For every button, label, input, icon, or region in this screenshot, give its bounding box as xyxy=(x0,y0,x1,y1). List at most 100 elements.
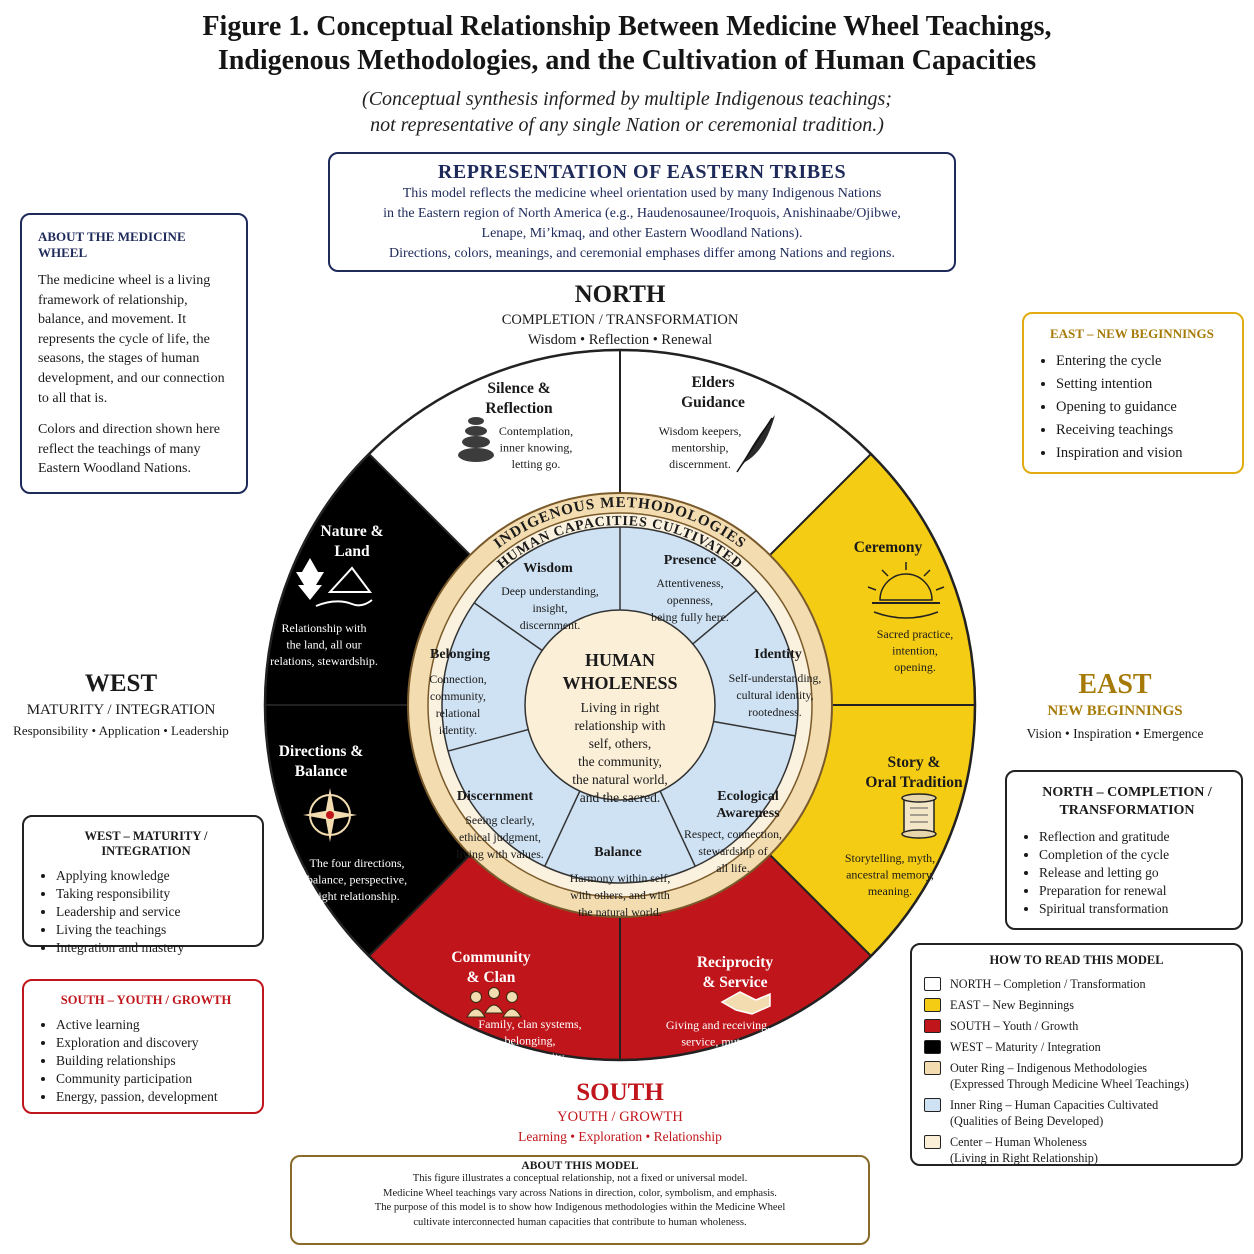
about-model-line: The purpose of this model is to show how… xyxy=(374,1202,786,1213)
capacity-desc: identity. xyxy=(439,723,477,737)
direction-south-label: SOUTH YOUTH / GROWTH Learning • Explorat… xyxy=(470,1078,770,1148)
list-item: Receiving teachings xyxy=(1056,419,1232,442)
outer-segment-desc: intention, xyxy=(892,644,938,658)
stone xyxy=(468,417,484,425)
person-head xyxy=(470,991,482,1003)
list-item: Setting intention xyxy=(1056,373,1232,396)
outer-segment-desc: shared identity. xyxy=(493,1050,566,1064)
legend-label-line: Inner Ring – Human Capacities Cultivated xyxy=(950,1098,1159,1112)
stacked-stones-icon xyxy=(458,417,494,462)
outer-segment-desc: Giving and receiving, xyxy=(666,1018,770,1032)
list-item: Leadership and service xyxy=(56,903,252,921)
person-body xyxy=(484,1004,504,1014)
representation-line: Directions, colors, meanings, and ceremo… xyxy=(389,246,895,261)
legend-label-line: Outer Ring – Indigenous Methodologies xyxy=(950,1061,1148,1075)
legend-box: HOW TO READ THIS MODEL NORTH – Completio… xyxy=(910,943,1243,1166)
capacity-divider xyxy=(544,790,581,867)
capacity-desc: the natural world. xyxy=(578,905,662,919)
river xyxy=(315,599,373,607)
capacity-desc: Attentiveness, xyxy=(656,576,723,590)
list-item: Reflection and gratitude xyxy=(1039,828,1231,846)
east-phase: NEW BEGINNINGS xyxy=(1047,703,1183,719)
handshake-icon xyxy=(720,991,771,1015)
outer-segment-desc: right relationship. xyxy=(314,889,399,903)
stone xyxy=(458,448,494,462)
list-item: Preparation for renewal xyxy=(1039,882,1231,900)
legend-row: Center – Human Wholeness(Living in Right… xyxy=(924,1134,1229,1166)
outer-segment-desc: meaning. xyxy=(868,884,912,898)
person-head xyxy=(506,991,518,1003)
legend-swatch xyxy=(924,1040,941,1054)
capacity-desc: Seeing clearly, xyxy=(465,813,534,827)
outer-segment-desc: opening. xyxy=(894,660,936,674)
legend-label: NORTH – Completion / Transformation xyxy=(950,976,1146,992)
list-item: Taking responsibility xyxy=(56,885,252,903)
east-name: EAST xyxy=(1078,669,1152,700)
outer-segment-title: Directions & xyxy=(279,743,364,760)
legend-label-line: (Expressed Through Medicine Wheel Teachi… xyxy=(950,1077,1189,1091)
outer-segment-title: Silence & xyxy=(487,380,550,397)
list-item: Integration and mastery xyxy=(56,939,252,957)
south-keywords: Learning • Exploration • Relationship xyxy=(518,1129,722,1144)
north-keywords: Wisdom • Reflection • Renewal xyxy=(527,332,713,348)
legend-label-line: (Living in Right Relationship) xyxy=(950,1151,1098,1165)
legend-row: Outer Ring – Indigenous Methodologies (Ex… xyxy=(924,1060,1229,1092)
capacity-desc: insight, xyxy=(532,601,567,615)
outer-segment-desc: Contemplation, xyxy=(499,424,573,438)
representation-box: REPRESENTATION OF EASTERN TRIBES This mo… xyxy=(328,152,956,272)
capacity-desc: Connection, xyxy=(429,672,486,686)
outer-segment-desc: discernment. xyxy=(669,457,731,471)
legend-label-line: WEST – Maturity / Integration xyxy=(950,1040,1101,1054)
north-box-list: Reflection and gratitude Completion of t… xyxy=(1023,828,1231,918)
sun-ray xyxy=(881,569,889,577)
legend-label: WEST – Maturity / Integration xyxy=(950,1039,1101,1055)
outer-segment-title: Guidance xyxy=(681,394,745,411)
figure-title-line-2: Indigenous Methodologies, and the Cultiv… xyxy=(217,45,1037,76)
figure-title: Figure 1. Conceptual Relationship Betwee… xyxy=(0,10,1254,78)
capacity-desc: Deep understanding, xyxy=(501,584,599,598)
outer-segment-desc: belonging, xyxy=(505,1034,556,1048)
legend-swatch xyxy=(924,1135,941,1149)
legend-label: Inner Ring – Human Capacities Cultivated… xyxy=(950,1097,1158,1129)
south-name: SOUTH xyxy=(576,1079,664,1106)
capacity-divider xyxy=(692,590,757,645)
outer-segment-desc: Relationship with xyxy=(282,621,367,635)
list-item: Living the teachings xyxy=(56,921,252,939)
outer-segment-desc: balance, perspective, xyxy=(307,873,407,887)
hands xyxy=(720,991,771,1015)
person-body xyxy=(466,1008,486,1018)
capacity-desc: discernment. xyxy=(520,618,581,632)
capacity-divider xyxy=(659,790,696,867)
capacity-title: Discernment xyxy=(457,789,534,804)
about-medicine-wheel-paragraph-2: Colors and direction shown here reflect … xyxy=(38,422,220,477)
outer-segment-desc: ancestral memory, xyxy=(846,868,934,882)
outer-segment-title: & Clan xyxy=(467,969,516,986)
west-maturity-box: WEST – MATURITY / INTEGRATION Applying k… xyxy=(22,815,264,955)
outer-segment-desc: Sacred practice, xyxy=(877,627,954,641)
list-item: Community participation xyxy=(56,1070,252,1088)
mountain xyxy=(327,566,372,593)
north-phase: COMPLETION / TRANSFORMATION xyxy=(501,312,739,328)
figure-subtitle-line-1: (Conceptual synthesis informed by multip… xyxy=(362,88,892,110)
center-title: WHOLENESS xyxy=(562,673,677,693)
capacity-desc: with others, and with xyxy=(570,888,670,902)
water-line xyxy=(873,611,939,619)
legend-heading: HOW TO READ THIS MODEL xyxy=(989,953,1164,967)
legend-row: WEST – Maturity / Integration xyxy=(924,1039,1229,1055)
legend-swatch xyxy=(924,1061,941,1075)
human-wholeness-center xyxy=(524,609,716,801)
capacity-title: Balance xyxy=(594,845,641,860)
north-box-heading: NORTH – COMPLETION / TRANSFORMATION xyxy=(1023,784,1231,820)
outer-segment-desc: inner knowing, xyxy=(500,441,573,455)
east-box-heading: EAST – NEW BEGINNINGS xyxy=(1050,326,1214,341)
segment-icons xyxy=(296,415,945,1018)
capacity-desc: relational xyxy=(436,706,481,720)
people-icon xyxy=(466,987,522,1018)
direction-west-label: WEST MATURITY / INTEGRATION Responsibili… xyxy=(2,668,240,742)
list-item: Entering the cycle xyxy=(1056,350,1232,373)
capacity-desc: living with values. xyxy=(456,847,544,861)
center-desc: relationship with xyxy=(574,718,665,733)
capacity-desc: openness, xyxy=(667,593,713,607)
